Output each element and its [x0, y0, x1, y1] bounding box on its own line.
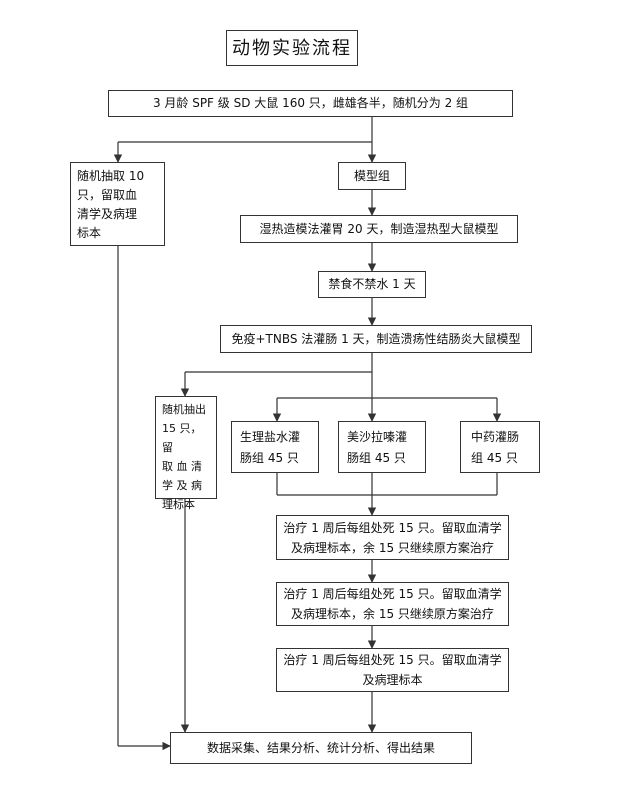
- node-treat1: 治疗 1 周后每组处死 15 只。留取血清学 及病理标本，余 15 只继续原方案…: [276, 515, 509, 560]
- node-random15: 随机抽出 15 只，留 取 血 清 学 及 病 理标本: [155, 396, 217, 511]
- node-treat2: 治疗 1 周后每组处死 15 只。留取血清学 及病理标本，余 15 只继续原方案…: [276, 582, 509, 626]
- node-start: 3 月龄 SPF 级 SD 大鼠 160 只，雌雄各半，随机分为 2 组: [108, 90, 513, 117]
- node-model-group: 模型组: [338, 162, 406, 190]
- node-fasting: 禁食不禁水 1 天: [318, 271, 426, 298]
- node-tnbs: 免疫+TNBS 法灌肠 1 天，制造溃疡性结肠炎大鼠模型: [220, 325, 532, 353]
- node-final: 数据采集、结果分析、统计分析、得出结果: [170, 732, 472, 764]
- node-random10: 随机抽取 10 只，留取血 清学及病理 标本: [70, 162, 165, 246]
- node-mesalazine: 美沙拉嗪灌 肠组 45 只: [338, 421, 426, 473]
- node-saline: 生理盐水灌 肠组 45 只: [231, 421, 319, 473]
- node-treat3: 治疗 1 周后每组处死 15 只。留取血清学 及病理标本: [276, 648, 509, 692]
- diagram-title: 动物实验流程: [226, 30, 358, 66]
- node-damp-heat: 湿热造模法灌胃 20 天，制造湿热型大鼠模型: [240, 215, 518, 243]
- node-tcm: 中药灌肠 组 45 只: [460, 421, 540, 473]
